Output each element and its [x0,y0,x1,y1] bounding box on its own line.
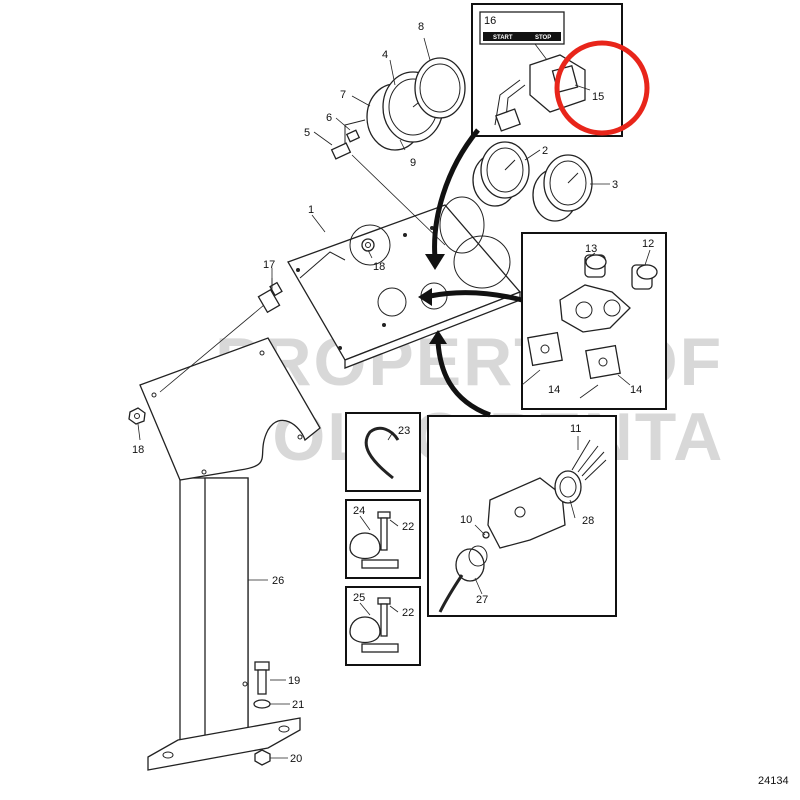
callout-2: 2 [542,145,548,157]
callout-27: 27 [476,594,488,606]
connector-27 [438,545,488,613]
callout-9: 9 [410,157,416,169]
bulb-holder-5-6 [330,129,361,160]
bolt-19 [254,661,270,695]
callout-5: 5 [304,127,310,139]
callout-28: 28 [582,515,594,527]
instrument-panel [287,196,522,369]
switch-12 [631,264,658,290]
tachometer-assembly [344,57,466,151]
callout-23: 23 [398,425,410,437]
nut-18-lower [128,407,146,425]
leader-lines [137,37,651,759]
relay-14b [585,344,621,380]
callout-22a: 22 [402,521,414,533]
inset-tie-23 [345,412,421,492]
callout-19: 19 [288,675,300,687]
callout-15: 15 [592,91,604,103]
figure-id: 24134 [758,775,789,787]
callout-14a: 14 [548,384,560,396]
callout-22b: 22 [402,607,414,619]
inset-harness [427,415,617,617]
callout-7: 7 [340,89,346,101]
nut-18-upper [361,238,375,252]
nut-20 [254,749,271,766]
inset-switches [521,232,667,410]
callout-12: 12 [642,238,654,250]
callout-26: 26 [272,575,284,587]
callout-4: 4 [382,49,388,61]
callout-20: 20 [290,753,302,765]
callout-11: 11 [570,423,581,435]
connector-17 [257,268,283,314]
pedestal-column [147,477,301,771]
callout-25: 25 [353,592,365,604]
relay-14a [527,331,563,367]
arrows [418,128,523,418]
callout-17: 17 [263,259,275,271]
inset-start-stop: START STOP [471,3,623,137]
callout-13: 13 [585,243,597,255]
callout-18a: 18 [373,261,385,273]
callout-16: 16 [484,15,496,27]
gauge-2 [472,141,530,207]
inset-clamp-25 [345,586,421,666]
callout-3: 3 [612,179,618,191]
callout-1: 1 [308,204,314,216]
callout-10: 10 [460,514,472,526]
inset-clamp-24 [345,499,421,579]
highlight-circle [554,40,650,136]
connector-28 [554,439,607,504]
callout-8: 8 [418,21,424,33]
callout-6: 6 [326,112,332,124]
switch-13 [584,254,607,278]
callout-21: 21 [292,699,304,711]
callout-24: 24 [353,505,365,517]
callout-numbers: 1 2 3 4 5 6 7 8 9 10 11 12 13 14 14 15 1… [132,15,654,765]
callout-14b: 14 [630,384,642,396]
stop-label: STOP [535,35,551,41]
mounting-plate [139,337,321,481]
callout-18b: 18 [132,444,144,456]
gauge-3 [532,154,593,222]
start-label: START [493,35,513,41]
washer-21 [253,699,271,709]
